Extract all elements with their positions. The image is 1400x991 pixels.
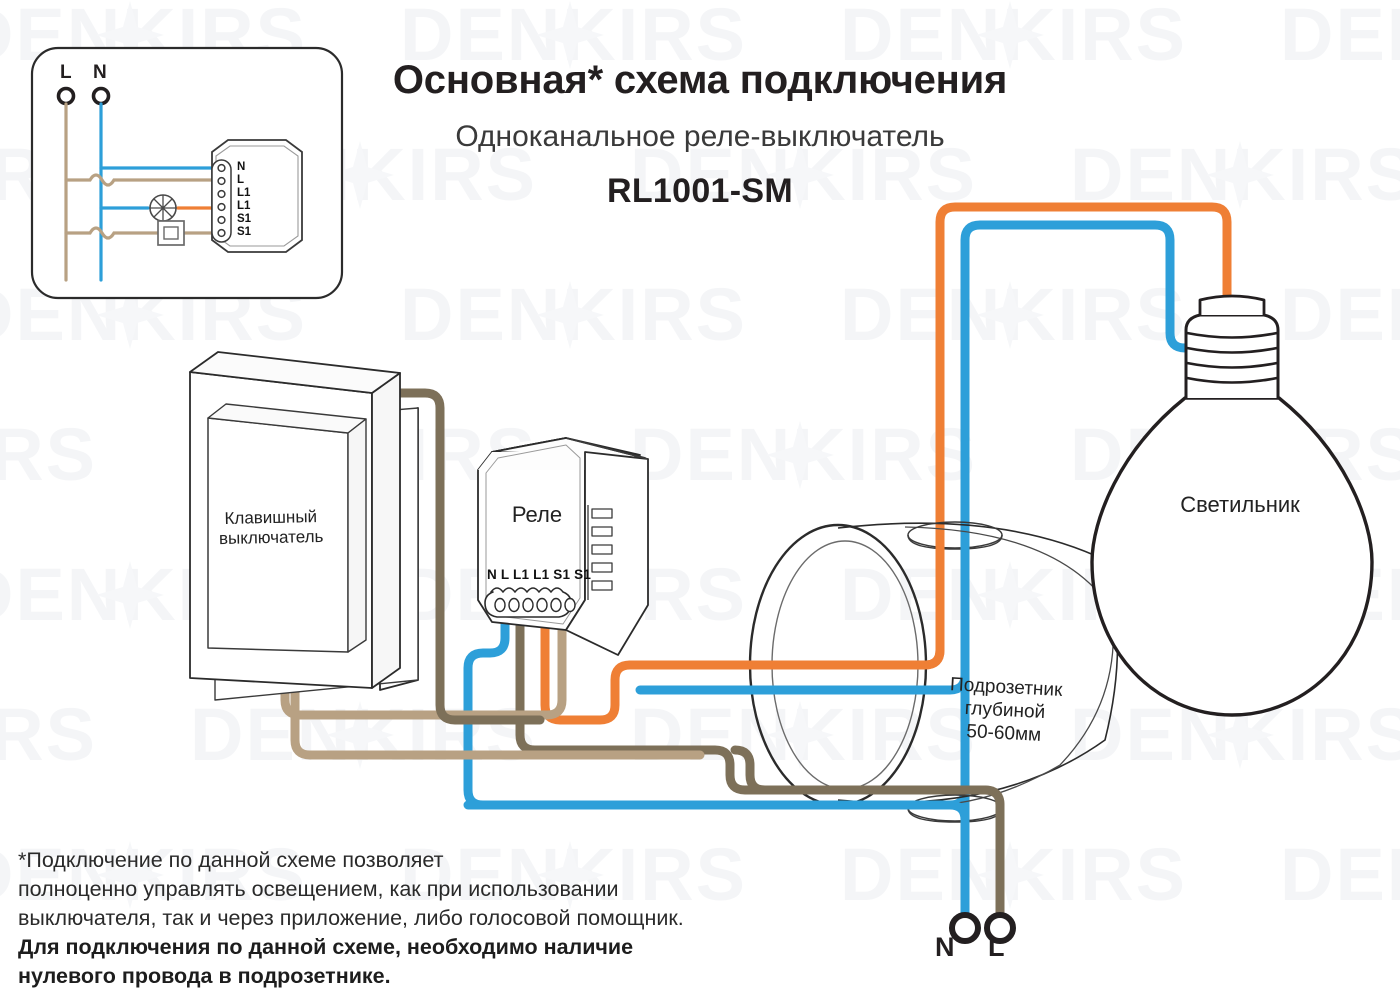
wire-neutral-overpass [635, 535, 970, 695]
footnote-line-5: нулевого провода в подрозетнике. [18, 964, 391, 988]
switch-label-line2: выключатель [218, 526, 324, 549]
relay-label: Реле [511, 502, 563, 527]
inset-wire-L-to-relay [64, 173, 218, 187]
inset-terminal-label-2: L1 [237, 187, 251, 199]
inset-terminal-strip [211, 159, 232, 243]
bulb-threads [1186, 331, 1278, 384]
inset-label-neutral: N [93, 62, 107, 83]
model-name: RL1001-SM [607, 172, 793, 210]
terminal-label-line: L [988, 932, 1005, 962]
backbox-label-line1: Подрозетник [949, 674, 1063, 701]
inset-terminal-label-1: L [237, 174, 245, 186]
relay-terminal-holes [494, 597, 576, 613]
inset-wire-S1 [64, 226, 160, 240]
inset-terminal-label-4: S1 [237, 213, 252, 225]
backbox-label: Подрозетник глубиной 50-60мм [928, 672, 1081, 749]
terminal-neutral-circle [949, 912, 981, 944]
inset-label-line: L [60, 62, 72, 83]
inset-relay-body [211, 139, 303, 253]
page-title: Основная* схема подключения [392, 58, 1008, 102]
inset-button-symbol [157, 220, 185, 246]
footnote: *Подключение по данной схеме позволяет п… [18, 846, 838, 991]
relay-terminal-labels: N L L1 L1 S1 S1 [487, 567, 592, 582]
footnote-line-3: выключателя, так и через приложение, либ… [18, 906, 684, 930]
wire-load-overpass [625, 535, 945, 670]
switch-label: Клавишный выключатель [206, 507, 337, 550]
wire-signal-from-switch [280, 607, 567, 720]
relay-vents [587, 505, 613, 600]
terminal-label-neutral: N [935, 932, 955, 962]
bulb-glass [1090, 396, 1374, 717]
bulb-label: Светильник [1180, 492, 1300, 517]
inset-terminal-label-5: S1 [237, 226, 252, 238]
backbox-label-line3: 50-60мм [965, 721, 1042, 746]
switch-label-line1: Клавишный [224, 507, 318, 528]
footnote-line-1: *Подключение по данной схеме позволяет [18, 848, 444, 872]
wire-line-lower [730, 745, 1005, 930]
footnote-line-4: Для подключения по данной схеме, необход… [18, 935, 634, 959]
wire-neutral-lower [463, 800, 970, 930]
page-subtitle: Одноканальное реле-выключатель [455, 120, 945, 153]
inset-terminal-label-0: N [237, 161, 246, 173]
footnote-line-2: полноценно управлять освещением, как при… [18, 877, 619, 901]
backbox-label-line2: глубиной [964, 697, 1046, 724]
terminal-line-circle [984, 912, 1016, 944]
wire-signal-switch-loop [290, 678, 705, 760]
inset-terminal-label-3: L1 [237, 200, 251, 212]
wire-line-over-switch [365, 388, 545, 725]
